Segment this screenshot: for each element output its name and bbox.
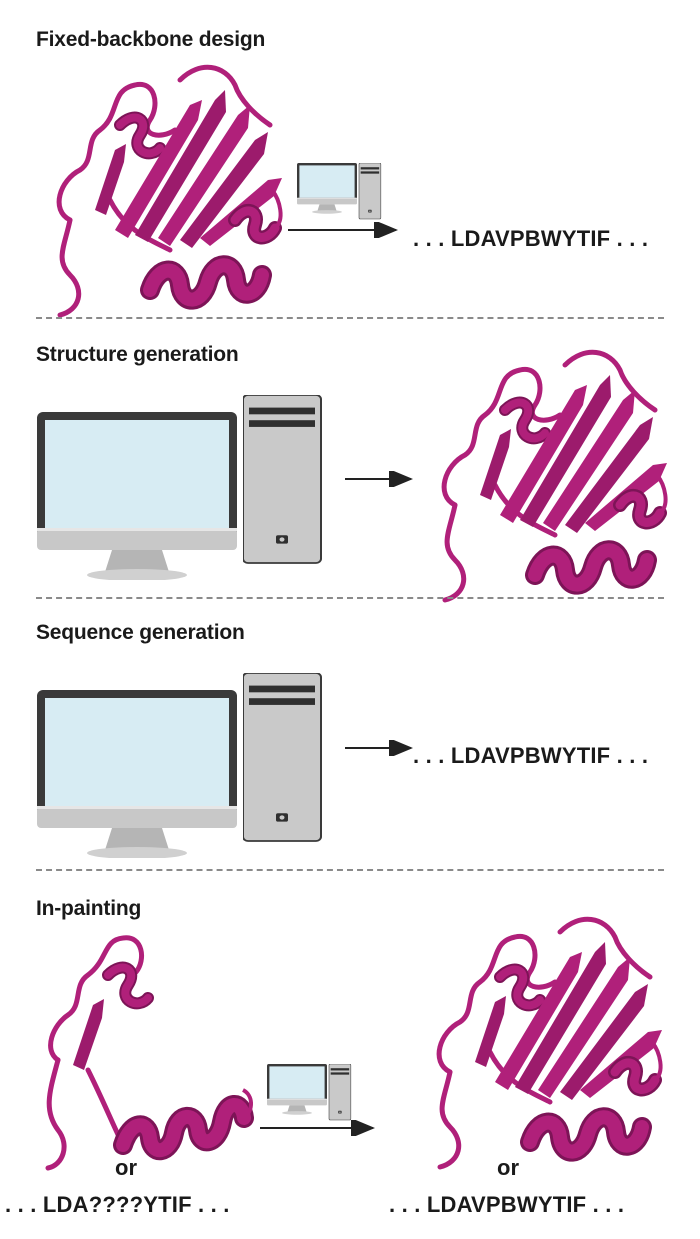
computer-tower-icon [328, 1064, 352, 1121]
computer-monitor-icon [297, 163, 357, 214]
arrow-right-icon [345, 471, 413, 487]
section-title-structure-generation: Structure generation [36, 343, 239, 366]
computer-tower-icon [243, 673, 322, 842]
protein-partial-ribbon-icon [28, 930, 268, 1180]
protein-ribbon-icon [40, 60, 290, 320]
section-title-fixed-backbone: Fixed-backbone design [36, 28, 266, 51]
computer-icon-small [297, 163, 382, 220]
arrow-right-icon [345, 740, 413, 756]
protein-ribbon-icon [425, 345, 675, 605]
output-sequence-fixed-backbone: . . . LDAVPBWYTIF . . . [413, 226, 649, 251]
section-title-sequence-generation: Sequence generation [36, 621, 245, 644]
protein-ribbon-icon [420, 912, 670, 1172]
computer-icon-small [267, 1064, 352, 1121]
output-sequence-sequence-generation: . . . LDAVPBWYTIF . . . [413, 743, 649, 768]
input-sequence-in-painting: . . . LDA????YTIF . . . [5, 1192, 230, 1217]
section-divider [36, 597, 664, 599]
output-sequence-in-painting: . . . LDAVPBWYTIF . . . [389, 1192, 625, 1217]
arrow-right-icon [288, 222, 398, 238]
computer-monitor-icon [37, 412, 237, 580]
or-label-input: or [115, 1155, 137, 1180]
computer-monitor-icon [267, 1064, 327, 1115]
computer-tower-icon [358, 163, 382, 220]
or-label-output: or [497, 1155, 519, 1180]
computer-tower-icon [243, 395, 322, 564]
section-divider [36, 869, 664, 871]
computer-monitor-icon [37, 690, 237, 858]
section-divider [36, 317, 664, 319]
arrow-right-icon [260, 1120, 375, 1136]
section-title-in-painting: In-painting [36, 897, 142, 920]
